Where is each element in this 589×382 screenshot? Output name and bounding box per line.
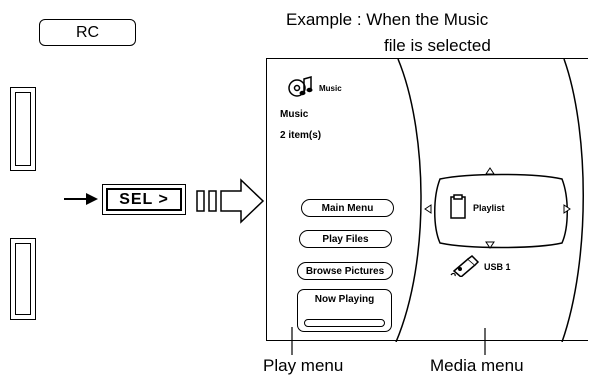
music-disc-icon xyxy=(288,76,313,97)
header-title: Music xyxy=(319,84,342,93)
now-playing-label: Now Playing xyxy=(314,294,375,305)
transition-arrow-icon xyxy=(196,178,265,224)
sel-button[interactable]: SEL > xyxy=(102,184,186,215)
play-menu-label: Play menu xyxy=(263,356,344,375)
usb-drive-icon xyxy=(450,255,480,277)
media-menu-label: Media menu xyxy=(430,356,524,375)
arrow-down-icon[interactable] xyxy=(485,241,495,249)
playlist-label[interactable]: Playlist xyxy=(473,203,505,213)
example-caption-line2: file is selected xyxy=(384,36,491,55)
usb-device-label[interactable]: USB 1 xyxy=(484,262,511,272)
media-selector-box xyxy=(434,173,568,249)
arrow-left-icon[interactable] xyxy=(424,204,432,214)
arrow-up-icon[interactable] xyxy=(485,167,495,175)
progress-bar xyxy=(304,319,385,327)
item-count: 2 item(s) xyxy=(280,130,322,141)
remote-up-button[interactable] xyxy=(10,87,36,171)
browse-pictures-button[interactable]: Browse Pictures xyxy=(297,262,393,280)
rc-label: RC xyxy=(39,19,136,46)
now-playing-panel[interactable]: Now Playing xyxy=(297,289,392,332)
sel-button-label: SEL > xyxy=(106,188,182,211)
main-menu-button[interactable]: Main Menu xyxy=(301,199,394,217)
playlist-clipboard-icon xyxy=(450,194,466,219)
panel-dividers xyxy=(395,59,584,342)
arrow-right-icon[interactable] xyxy=(563,204,571,214)
example-caption-line1: Example : When the Music xyxy=(286,10,489,29)
pointer-arrow-icon xyxy=(64,193,98,205)
category-label: Music xyxy=(280,109,309,120)
play-files-button[interactable]: Play Files xyxy=(299,230,392,248)
tv-screen: Music Music 2 item(s) Main Menu Play Fil… xyxy=(266,58,588,342)
remote-down-button[interactable] xyxy=(10,238,36,320)
